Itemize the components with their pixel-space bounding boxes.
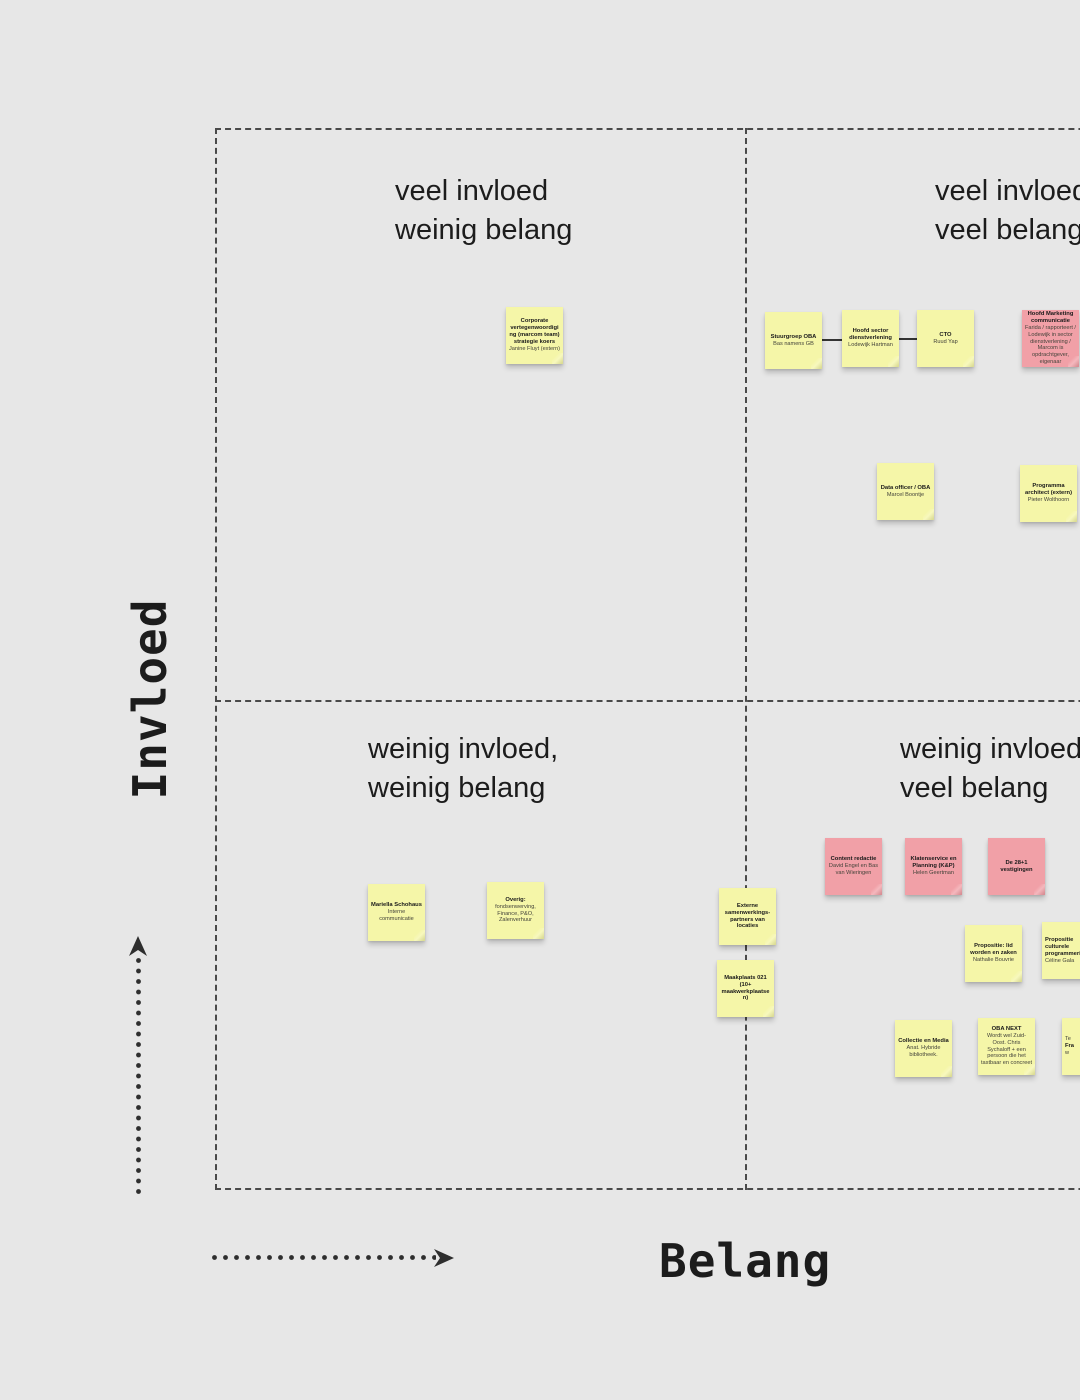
sticky-note-text: Overig:fondsenwerving, Finance, P&O, Zal… bbox=[495, 896, 536, 924]
sticky-note-klatenservice-en-planning[interactable]: Klatenservice en Planning (K&P)Helen Gee… bbox=[905, 838, 962, 895]
matrix-horizontal-divider bbox=[215, 700, 1080, 702]
quadrant-label-bottom-left: weinig invloed, weinig belang bbox=[368, 730, 558, 808]
dotted-line-horizontal bbox=[212, 1255, 436, 1260]
sticky-note-corporate-vertegenwoordiging[interactable]: Corporate vertegenwoordiging (marcom tea… bbox=[506, 307, 563, 364]
quadrant-label-line: veel belang bbox=[935, 214, 1080, 246]
quadrant-label-line: veel invloed bbox=[395, 175, 549, 207]
matrix-vertical-divider bbox=[745, 128, 747, 1190]
sticky-note-programma-architect-extern[interactable]: Programma architect (extern)Pieter Wolth… bbox=[1020, 465, 1077, 522]
quadrant-label-line: weinig invloed bbox=[900, 733, 1080, 765]
sticky-note-text: Corporate vertegenwoordiging (marcom tea… bbox=[509, 318, 560, 353]
connector-line bbox=[899, 338, 917, 340]
dotted-line-vertical bbox=[136, 958, 141, 1198]
sticky-note-text: De 28+1 vestigingen bbox=[1000, 859, 1033, 873]
sticky-note-de-28-1-vestigingen[interactable]: De 28+1 vestigingen bbox=[988, 838, 1045, 895]
quadrant-label-line: veel invloed bbox=[935, 175, 1080, 207]
quadrant-label-top-left: veel invloed weinig belang bbox=[395, 172, 572, 250]
quadrant-label-line: weinig invloed, bbox=[368, 733, 559, 765]
y-axis-label: Invloed bbox=[123, 598, 177, 800]
arrowhead-right-icon bbox=[434, 1249, 454, 1267]
x-axis-label: Belang bbox=[659, 1234, 832, 1288]
sticky-note-overig[interactable]: Overig:fondsenwerving, Finance, P&O, Zal… bbox=[487, 882, 544, 939]
quadrant-label-line: weinig belang bbox=[368, 772, 546, 804]
sticky-note-text: Klatenservice en Planning (K&P)Helen Gee… bbox=[910, 856, 957, 877]
sticky-note-text: Propositie culturele programmeringCéline… bbox=[1045, 936, 1080, 964]
quadrant-label-top-right: veel invloed veel belang bbox=[935, 172, 1080, 250]
connector-line bbox=[822, 339, 842, 341]
sticky-note-maakplaats-021[interactable]: Maakplaats 021 (10+ maakwerkplaatsen) bbox=[717, 960, 774, 1017]
sticky-note-text: Programma architect (extern)Pieter Wolth… bbox=[1024, 483, 1073, 504]
sticky-note-externe-samenwerkingspartners[interactable]: Externe samenwerkings- partners van loca… bbox=[719, 888, 776, 945]
sticky-note-text: Maakplaats 021 (10+ maakwerkplaatsen) bbox=[721, 974, 770, 1002]
sticky-note-propositie-culturele-programmering[interactable]: Propositie culturele programmeringCéline… bbox=[1042, 922, 1080, 979]
matrix-dashed-border bbox=[215, 128, 1080, 1190]
arrowhead-up-icon bbox=[129, 936, 147, 956]
sticky-note-text: Externe samenwerkings- partners van loca… bbox=[724, 902, 771, 930]
quadrant-label-bottom-right: weinig invloed veel belang bbox=[900, 730, 1080, 808]
quadrant-label-line: veel belang bbox=[900, 772, 1049, 804]
quadrant-label-line: weinig belang bbox=[395, 214, 573, 246]
